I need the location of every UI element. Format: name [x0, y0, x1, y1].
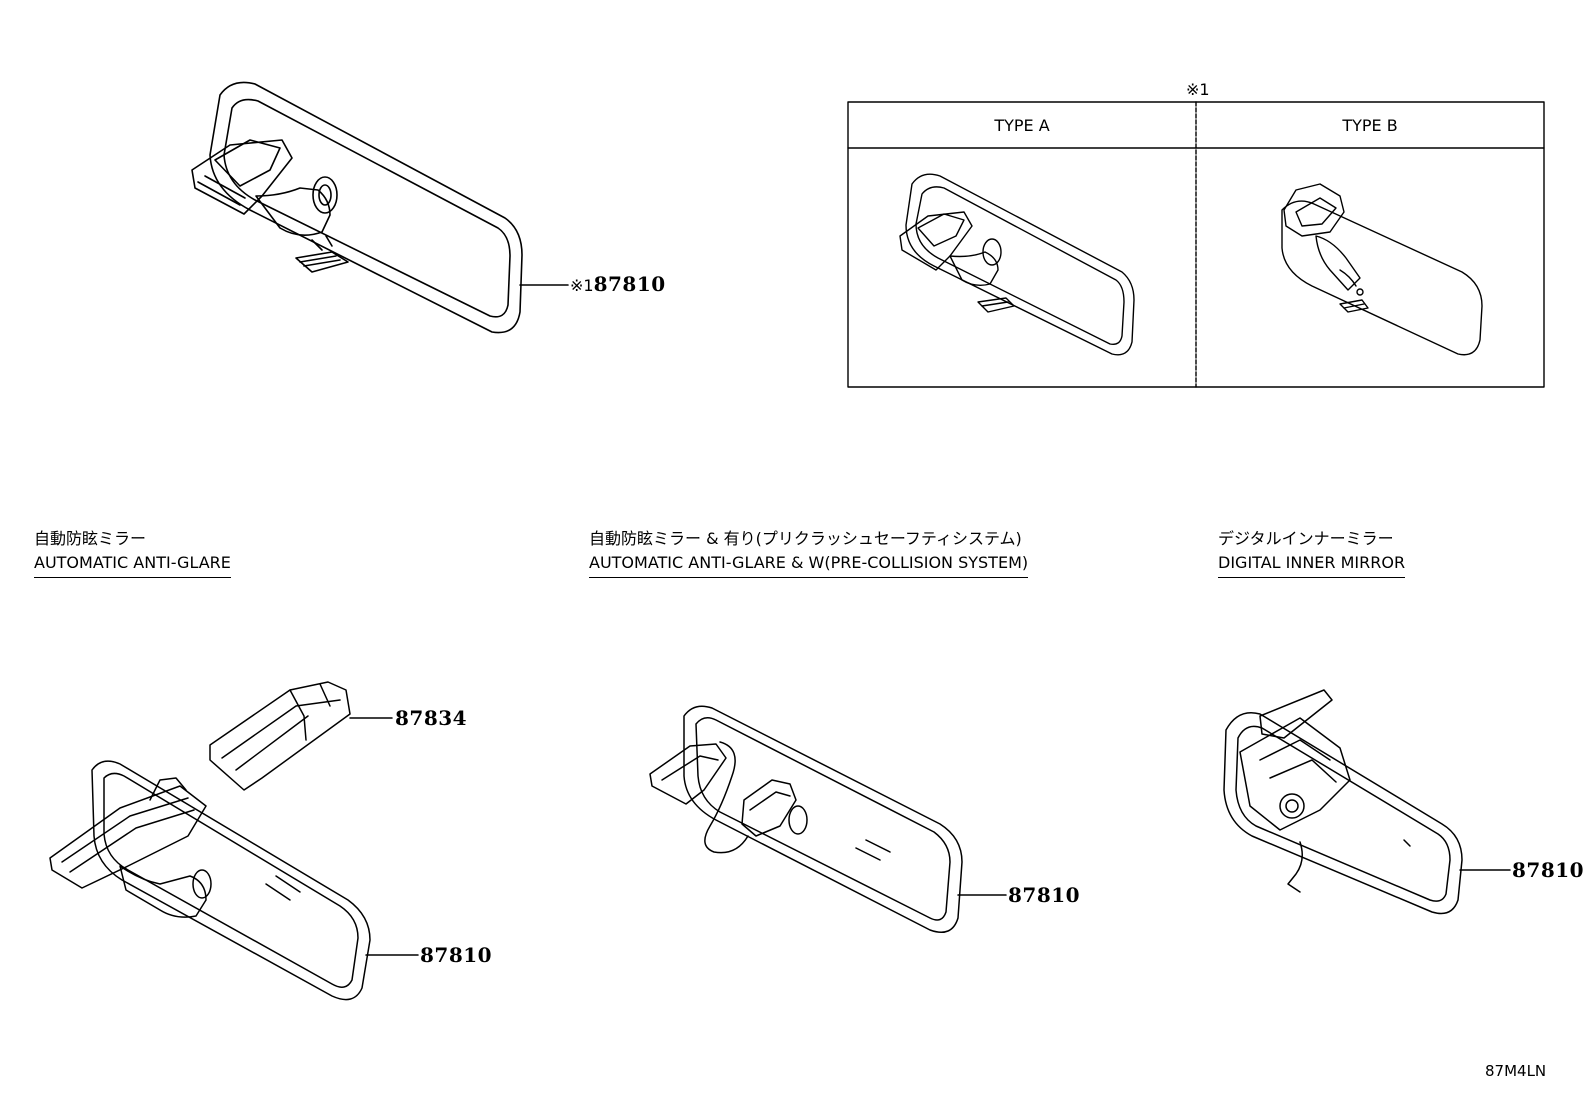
section-title-anti-glare: 自動防眩ミラー AUTOMATIC ANTI-GLARE: [34, 527, 231, 578]
anti-glare-pcs-mirror-drawing: [649, 705, 1007, 933]
type-b-label: TYPE B: [1342, 116, 1398, 135]
part-number-87810: 87810: [1512, 858, 1585, 882]
main-part-callout: ※187810: [570, 272, 666, 296]
type-b-mirror-drawing: [1281, 183, 1483, 356]
note-ref-mark: ※1: [570, 276, 594, 295]
type-table-frame: [847, 101, 1545, 388]
section-title-jp: 自動防眩ミラー: [34, 529, 147, 548]
section-title-en: AUTOMATIC ANTI-GLARE: [34, 551, 231, 578]
type-a-mirror-drawing: [899, 173, 1135, 356]
type-table-note-ref: ※1: [1186, 80, 1210, 99]
section-title-digital-mirror: デジタルインナーミラー DIGITAL INNER MIRROR: [1218, 527, 1406, 578]
part-number: 87810: [593, 272, 666, 296]
part-number-87810: 87810: [1008, 883, 1081, 907]
main-mirror-drawing: [191, 81, 569, 334]
section-title-jp: デジタルインナーミラー: [1218, 529, 1394, 548]
section-title-en: DIGITAL INNER MIRROR: [1218, 551, 1406, 578]
illustration-code: 87M4LN: [1485, 1062, 1547, 1080]
anti-glare-mirror-drawing: [49, 681, 419, 1001]
section-title-anti-glare-pcs: 自動防眩ミラー & 有り(プリクラッシュセーフティシステム) AUTOMATIC…: [589, 527, 1029, 578]
type-a-label: TYPE A: [994, 116, 1050, 135]
part-number-87834: 87834: [395, 706, 468, 730]
digital-inner-mirror-drawing: [1223, 689, 1511, 915]
part-number-87810: 87810: [420, 943, 493, 967]
section-title-jp: 自動防眩ミラー & 有り(プリクラッシュセーフティシステム): [589, 529, 1022, 548]
section-title-en: AUTOMATIC ANTI-GLARE & W(PRE-COLLISION S…: [589, 551, 1029, 578]
